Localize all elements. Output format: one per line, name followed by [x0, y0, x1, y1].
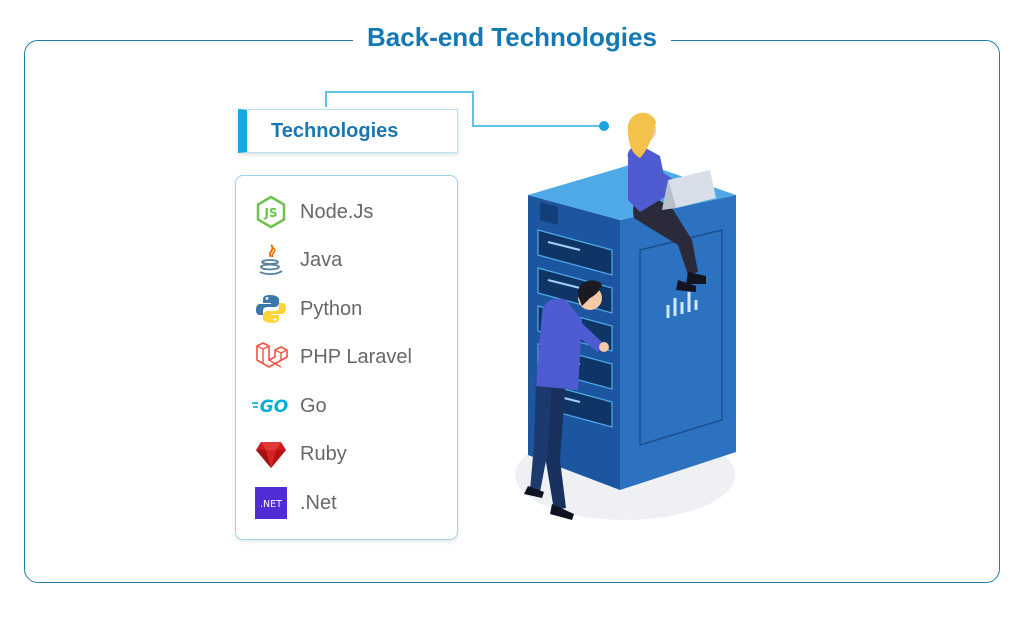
java-icon [252, 243, 290, 277]
list-item-label: Go [300, 394, 327, 417]
list-item-label: Ruby [300, 442, 347, 465]
dotnet-icon-text: .NET [260, 499, 282, 510]
list-item-label: Python [300, 297, 363, 320]
ruby-icon [252, 437, 290, 471]
connector-dot [599, 121, 609, 131]
list-item-python: Python [252, 289, 362, 329]
woman-with-laptop [627, 112, 716, 292]
server-illustration [515, 112, 736, 520]
page-title-wrap: Back-end Technologies [0, 22, 1024, 53]
list-item-label: Java [300, 248, 343, 271]
list-item-dotnet: .NET .Net [252, 483, 337, 523]
list-item-label: .Net [300, 491, 337, 514]
list-item-java: Java [252, 240, 342, 280]
list-item-laravel: PHP Laravel [252, 337, 412, 377]
list-item-label: Node.Js [300, 200, 374, 223]
page-title: Back-end Technologies [353, 22, 671, 52]
technology-list: JS Node.Js Java Python [235, 175, 458, 540]
technologies-header: Technologies [238, 109, 458, 153]
list-item-go: GO Go [252, 386, 327, 426]
go-icon-text: GO [260, 397, 288, 417]
go-icon: GO [252, 389, 290, 423]
list-item-nodejs: JS Node.Js [252, 192, 373, 232]
man-at-server [524, 280, 609, 520]
technologies-header-label: Technologies [271, 120, 399, 142]
python-icon [252, 292, 290, 326]
dotnet-icon: .NET [252, 486, 290, 520]
nodejs-icon: JS [252, 195, 290, 229]
laravel-icon [252, 340, 290, 374]
list-item-ruby: Ruby [252, 434, 347, 474]
nodejs-icon-text: JS [263, 206, 277, 220]
list-item-label: PHP Laravel [300, 345, 412, 368]
